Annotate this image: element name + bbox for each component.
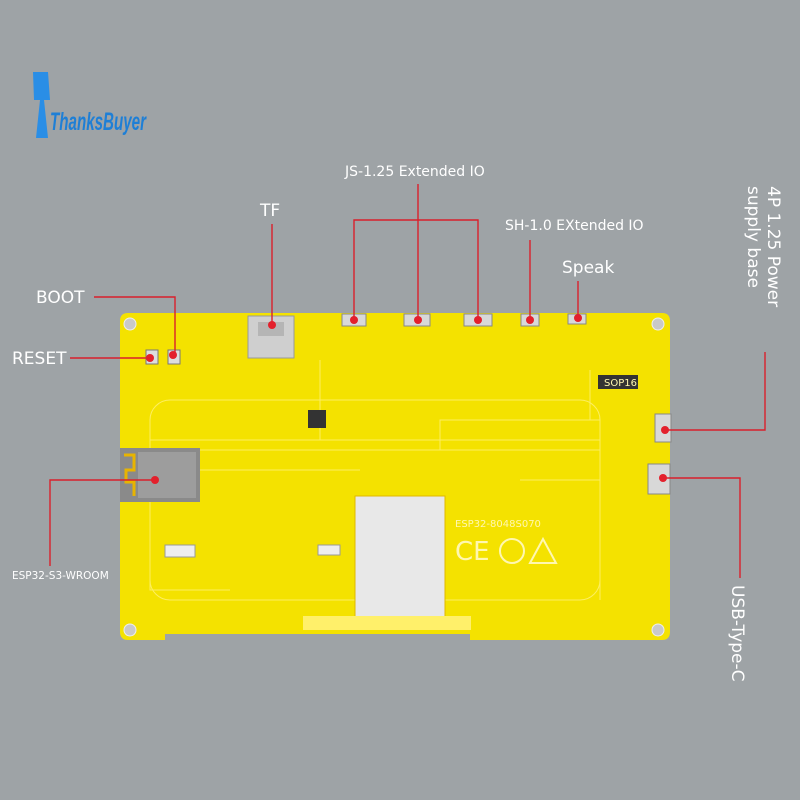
usb-c-port (647, 463, 671, 495)
display-connector-pad (354, 495, 446, 619)
board-model-silkscreen: ESP32-8048S070 (455, 519, 541, 530)
logo-mark-icon (33, 72, 50, 138)
brand-name: ThanksBuyer (50, 108, 147, 136)
label-js-extended-io: JS-1.25 Extended IO (344, 164, 485, 180)
label-reset: RESET (12, 349, 67, 369)
rohs-icon (499, 538, 525, 564)
label-power-line2: supply base (743, 186, 763, 288)
label-power-line1: 4P 1.25 Power (763, 186, 783, 307)
chip-label: SOP16 (604, 378, 637, 389)
label-boot: BOOT (36, 288, 85, 308)
label-sh-extended-io: SH-1.0 EXtended IO (505, 218, 644, 234)
label-tf: TF (259, 201, 280, 221)
antenna-icon (124, 453, 136, 496)
warning-icon (528, 536, 558, 564)
callouts: TF JS-1.25 Extended IO SH-1.0 EXtended I… (12, 164, 783, 682)
label-speak: Speak (562, 258, 614, 278)
label-esp32-module: ESP32-S3-WROOM (12, 570, 109, 582)
pcb-board: SOP16 ESP32-8048S070 CE (120, 313, 672, 640)
label-usb-type-c: USB-Type-C (727, 585, 747, 682)
brand-logo: ThanksBuyer (33, 72, 147, 138)
ce-mark-icon: CE (455, 537, 490, 567)
label-power-supply: 4P 1.25 Power supply base (743, 186, 783, 307)
